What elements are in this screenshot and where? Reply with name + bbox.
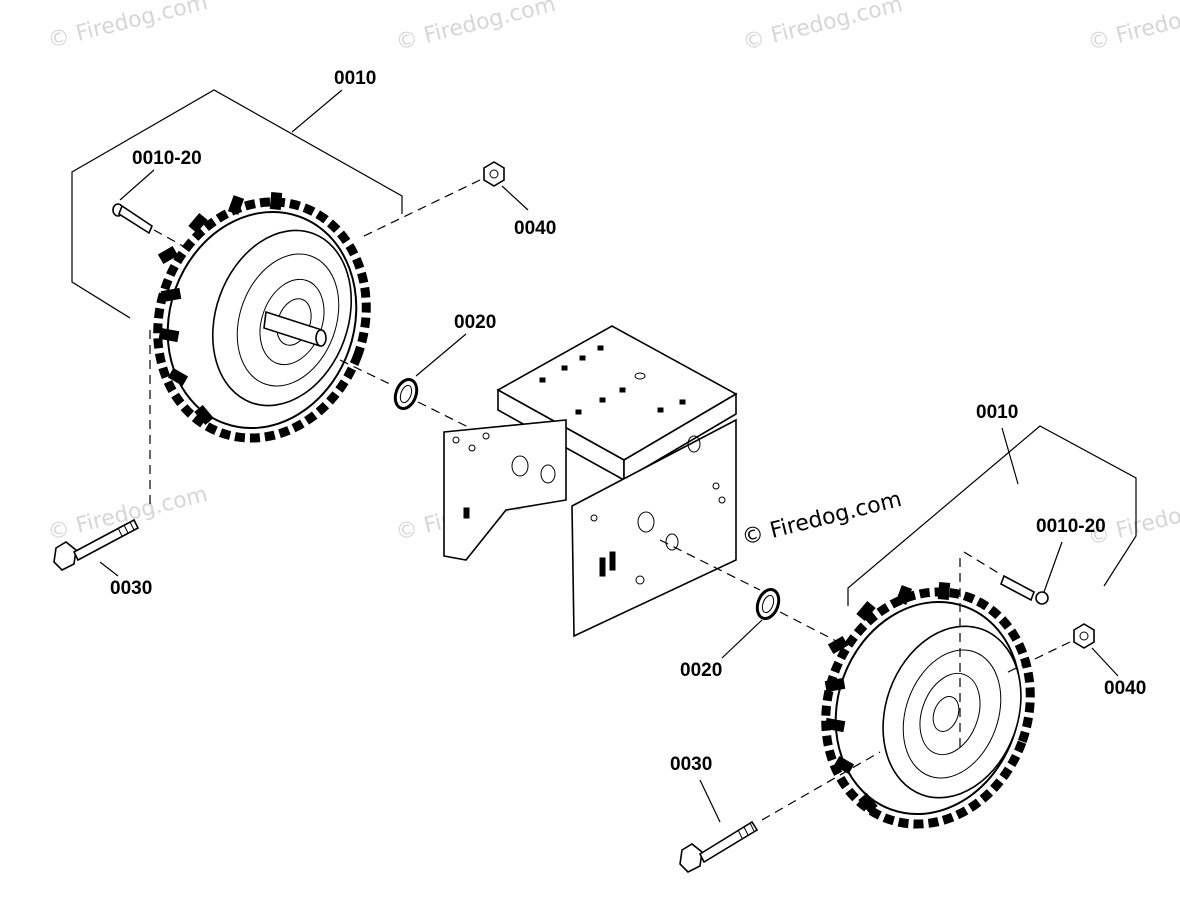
housing-side <box>623 392 737 482</box>
auger-housing <box>443 325 761 638</box>
callout-labels: 0010 0010-20 0040 0020 0030 0010 0010-20… <box>110 68 1146 775</box>
right-nut <box>1003 623 1119 677</box>
callout-right-wheel-assembly: 0010 <box>976 402 1018 423</box>
left-wheel-assembly <box>53 89 529 577</box>
left-tire <box>153 192 371 443</box>
callout-right-washer: 0020 <box>680 660 722 681</box>
watermark: © Firedog.com <box>1085 0 1180 56</box>
right-side-plate <box>571 418 737 638</box>
left-nut <box>359 161 529 239</box>
watermark-main: © Firedog.com <box>739 487 904 551</box>
right-tread <box>824 582 951 814</box>
right-valve-stem <box>963 541 1063 605</box>
right-tire <box>821 558 1035 829</box>
callout-left-wheel-assembly: 0010 <box>334 68 376 89</box>
left-assembly-leader <box>291 89 343 133</box>
housing-holes <box>452 345 726 585</box>
watermark: © Firedog.com <box>393 0 558 56</box>
right-assembly-bracket <box>847 425 1137 606</box>
callout-left-washer: 0020 <box>454 312 496 333</box>
watermark: © Firedog.com <box>45 0 210 54</box>
left-valve-stem <box>112 169 191 251</box>
watermark: © Firedog.com <box>45 482 210 546</box>
right-washer <box>721 587 843 659</box>
left-bolt <box>53 330 151 577</box>
watermark: © Firedog.com <box>740 0 905 56</box>
callout-left-bolt: 0030 <box>110 578 152 599</box>
callout-right-nut: 0040 <box>1104 678 1146 699</box>
right-wheel-assembly <box>679 425 1137 873</box>
left-tread <box>157 192 283 426</box>
callout-right-valve-stem: 0010-20 <box>1036 516 1106 537</box>
right-bolt <box>679 751 881 873</box>
left-assembly-bracket <box>71 89 403 319</box>
callout-right-bolt: 0030 <box>670 754 712 775</box>
callout-left-nut: 0040 <box>514 218 556 239</box>
left-side-plate <box>443 419 567 561</box>
left-washer <box>339 333 471 429</box>
callout-left-valve-stem: 0010-20 <box>132 148 202 169</box>
right-assembly-leader <box>1001 427 1019 485</box>
